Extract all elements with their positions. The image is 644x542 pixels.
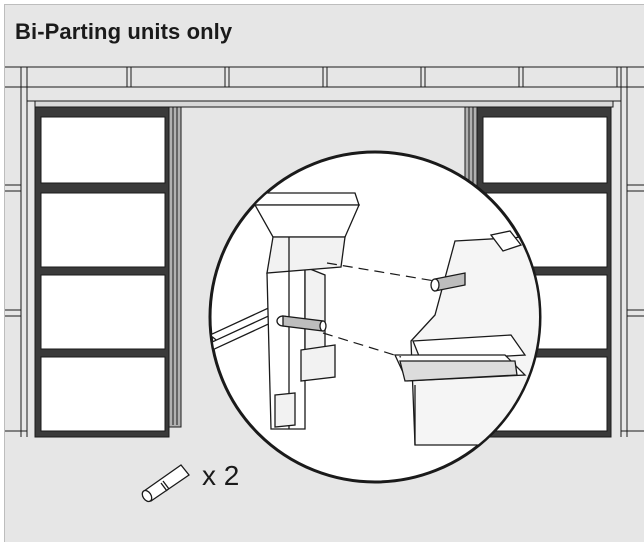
door-diagram bbox=[5, 66, 644, 503]
quantity-label: x 2 bbox=[202, 460, 240, 491]
transom-rail bbox=[5, 66, 644, 108]
magnifier-circle bbox=[208, 150, 542, 484]
instruction-panel: Bi-Parting units only bbox=[4, 4, 644, 542]
page-title: Bi-Parting units only bbox=[15, 19, 233, 44]
alignment-pin-icon bbox=[141, 464, 190, 503]
wall-frame bbox=[5, 67, 644, 437]
left-door-leaf bbox=[34, 106, 182, 438]
